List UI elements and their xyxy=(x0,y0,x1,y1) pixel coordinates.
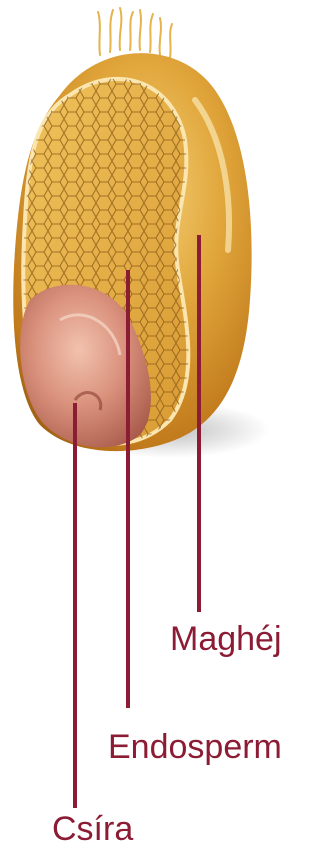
endosperm-label: Endosperm xyxy=(108,730,282,764)
husk-label: Maghéj xyxy=(170,622,282,656)
brush-hairs xyxy=(98,8,172,58)
germ-label: Csíra xyxy=(52,812,133,846)
